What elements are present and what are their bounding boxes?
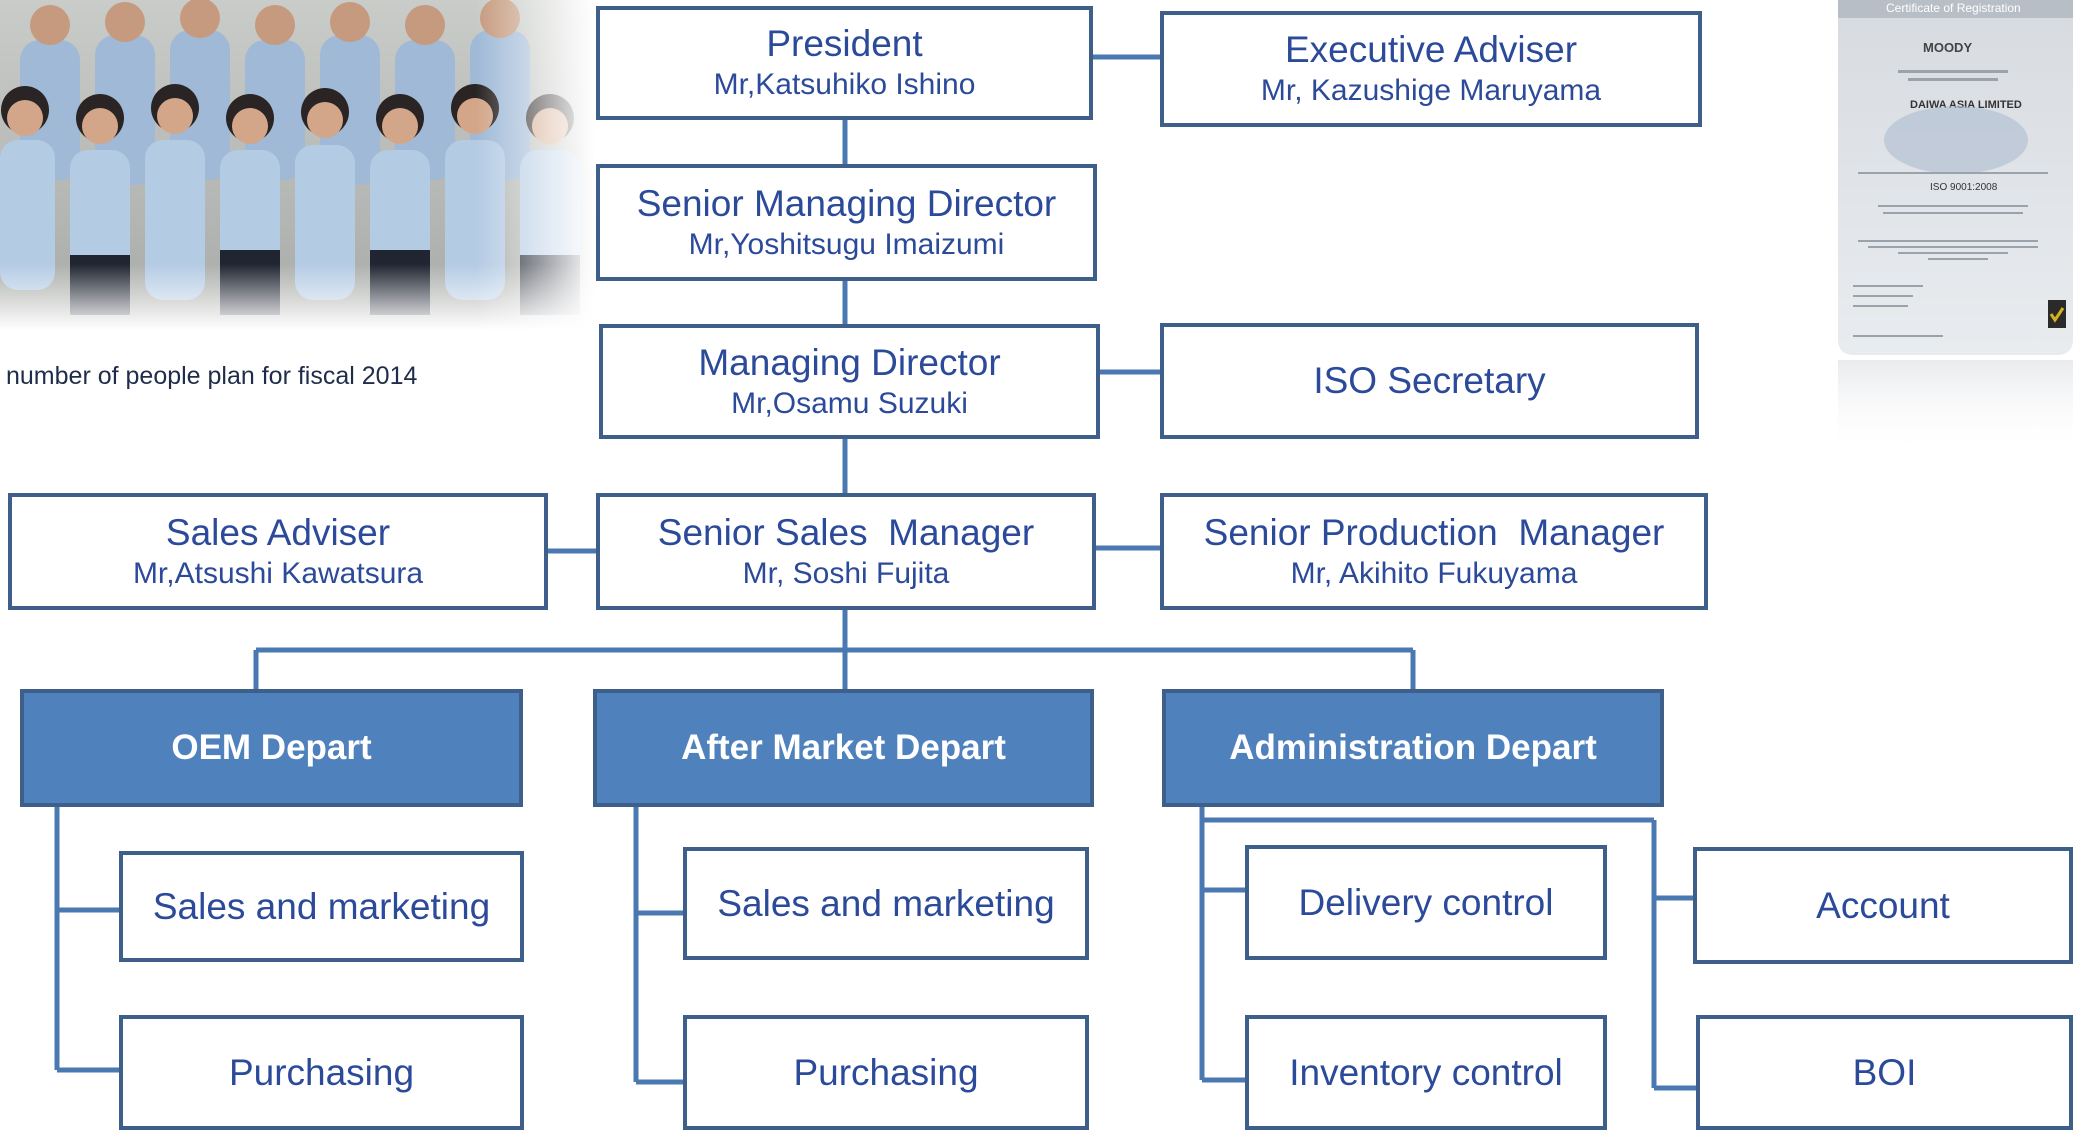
senior-production-manager-name: Mr, Akihito Fukuyama	[1290, 556, 1578, 590]
managing-director-box: Managing Director Mr,Osamu Suzuki	[599, 324, 1100, 439]
senior-sales-manager-box: Senior Sales Manager Mr, Soshi Fujita	[596, 493, 1096, 610]
account-box: Account	[1693, 847, 2073, 964]
boi-label: BOI	[1852, 1051, 1917, 1093]
executive-adviser-title: Executive Adviser	[1284, 29, 1578, 70]
president-box: President Mr,Katsuhiko Ishino	[596, 6, 1093, 120]
senior-sales-manager-title: Senior Sales Manager	[657, 511, 1035, 553]
inventory-control-label: Inventory control	[1289, 1051, 1563, 1093]
photo-caption: number of people plan for fiscal 2014	[6, 362, 418, 390]
after-market-sales-marketing-box: Sales and marketing	[683, 847, 1089, 960]
senior-sales-manager-name: Mr, Soshi Fujita	[742, 556, 950, 590]
delivery-control-box: Delivery control	[1245, 845, 1607, 960]
after-market-department-header: After Market Depart	[593, 689, 1094, 807]
senior-production-manager-title: Senior Production Manager	[1203, 511, 1665, 553]
sales-adviser-box: Sales Adviser Mr,Atsushi Kawatsura	[8, 493, 548, 610]
senior-managing-director-box: Senior Managing Director Mr,Yoshitsugu I…	[596, 164, 1097, 281]
inventory-control-box: Inventory control	[1245, 1015, 1607, 1130]
staff-group-photo	[0, 0, 595, 330]
certificate-header: Certificate of Registration	[1886, 1, 2021, 15]
executive-adviser-name: Mr, Kazushige Maruyama	[1260, 74, 1602, 107]
account-label: Account	[1816, 884, 1950, 926]
senior-managing-director-name: Mr,Yoshitsugu Imaizumi	[688, 227, 1005, 261]
oem-department-header: OEM Depart	[20, 689, 523, 807]
oem-sales-marketing-label: Sales and marketing	[152, 885, 491, 927]
iso-secretary-title: ISO Secretary	[1313, 360, 1546, 401]
after-market-purchasing-box: Purchasing	[683, 1015, 1089, 1130]
managing-director-title: Managing Director	[698, 341, 1001, 383]
executive-adviser-box: Executive Adviser Mr, Kazushige Maruyama	[1160, 11, 1702, 127]
certificate-standard: ISO 9001:2008	[1930, 182, 1998, 193]
senior-production-manager-box: Senior Production Manager Mr, Akihito Fu…	[1160, 493, 1708, 610]
oem-purchasing-label: Purchasing	[228, 1051, 415, 1093]
certificate-brand: MOODY	[1923, 40, 1972, 55]
iso-secretary-box: ISO Secretary	[1160, 323, 1699, 439]
sales-adviser-title: Sales Adviser	[165, 511, 391, 553]
president-title: President	[766, 23, 923, 64]
delivery-control-label: Delivery control	[1298, 881, 1554, 923]
sales-adviser-name: Mr,Atsushi Kawatsura	[132, 556, 424, 590]
boi-box: BOI	[1696, 1015, 2073, 1130]
managing-director-name: Mr,Osamu Suzuki	[731, 386, 968, 420]
president-name: Mr,Katsuhiko Ishino	[713, 68, 976, 101]
after-market-purchasing-label: Purchasing	[793, 1051, 979, 1093]
after-market-sales-marketing-label: Sales and marketing	[717, 882, 1055, 924]
administration-department-header: Administration Depart	[1162, 689, 1664, 807]
oem-sales-marketing-box: Sales and marketing	[119, 851, 524, 962]
iso-certificate-image: Certificate of Registration MOODY DAIWA …	[1838, 0, 2073, 455]
oem-purchasing-box: Purchasing	[119, 1015, 524, 1130]
senior-managing-director-title: Senior Managing Director	[636, 182, 1057, 224]
